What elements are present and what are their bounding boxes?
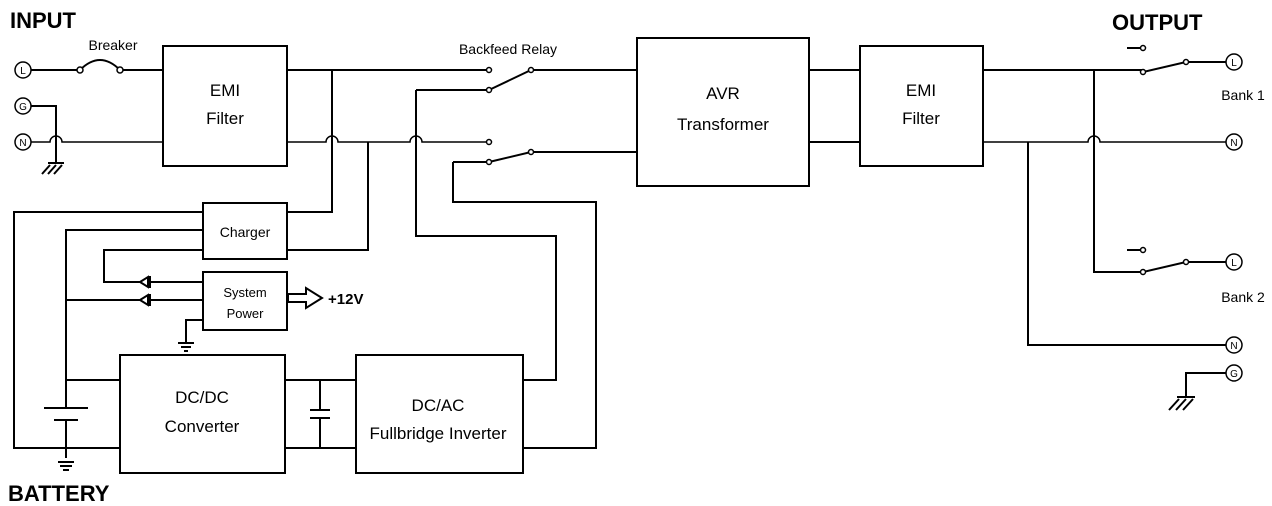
plus12v-arrow bbox=[287, 286, 324, 310]
dcac-line1: DC/AC bbox=[412, 396, 465, 415]
system-power-line1: System bbox=[223, 285, 266, 300]
output-bank1-terminal-l: L bbox=[1225, 53, 1243, 71]
emi-filter-input-line1: EMI bbox=[210, 81, 240, 100]
dcdc-converter-block: DC/DC Converter bbox=[119, 354, 286, 474]
output-bank1-terminal-n: N bbox=[1225, 133, 1243, 151]
output-bank2-terminal-l: L bbox=[1225, 253, 1243, 271]
output-terminal-g: G bbox=[1225, 364, 1243, 382]
battery-heading: BATTERY bbox=[8, 481, 110, 506]
system-power-block: System Power bbox=[202, 271, 288, 331]
svg-text:G: G bbox=[19, 102, 27, 113]
emi-filter-input-block: EMI Filter bbox=[162, 45, 288, 167]
input-terminal-g: G bbox=[14, 97, 32, 115]
svg-text:G: G bbox=[1230, 369, 1238, 380]
dcac-line2: Fullbridge Inverter bbox=[369, 424, 506, 443]
avr-line2: Transformer bbox=[677, 115, 769, 134]
breaker-symbol bbox=[79, 59, 121, 71]
plus12v-label: +12V bbox=[328, 291, 363, 308]
emi-filter-output-line2: Filter bbox=[902, 109, 940, 128]
emi-filter-output-line1: EMI bbox=[906, 81, 936, 100]
output-heading: OUTPUT bbox=[1112, 10, 1203, 35]
svg-text:N: N bbox=[1230, 341, 1237, 352]
bank1-label: Bank 1 bbox=[1221, 87, 1265, 103]
svg-text:L: L bbox=[20, 66, 26, 77]
dcdc-line1: DC/DC bbox=[175, 388, 229, 407]
avr-line1: AVR bbox=[706, 84, 740, 103]
diode-lower bbox=[138, 293, 164, 307]
avr-transformer-block: AVR Transformer bbox=[636, 37, 810, 187]
svg-text:L: L bbox=[1231, 258, 1237, 269]
backfeed-relay-label: Backfeed Relay bbox=[459, 41, 557, 57]
input-terminal-n: N bbox=[14, 133, 32, 151]
svg-text:N: N bbox=[19, 138, 26, 149]
dcdc-line2: Converter bbox=[165, 417, 240, 436]
dcac-inverter-block: DC/AC Fullbridge Inverter bbox=[355, 354, 524, 474]
bank2-label: Bank 2 bbox=[1221, 289, 1265, 305]
charger-block: Charger bbox=[202, 202, 288, 260]
charger-label: Charger bbox=[220, 224, 271, 240]
switch-contacts bbox=[76, 44, 1190, 276]
breaker-label: Breaker bbox=[88, 37, 137, 53]
output-bank2-terminal-n: N bbox=[1225, 336, 1243, 354]
system-power-line2: Power bbox=[227, 306, 265, 321]
emi-filter-input-line2: Filter bbox=[206, 109, 244, 128]
emi-filter-output-block: EMI Filter bbox=[859, 45, 984, 167]
input-terminal-l: L bbox=[14, 61, 32, 79]
svg-text:L: L bbox=[1231, 58, 1237, 69]
diode-upper bbox=[138, 275, 164, 289]
input-heading: INPUT bbox=[10, 8, 77, 33]
svg-text:N: N bbox=[1230, 138, 1237, 149]
